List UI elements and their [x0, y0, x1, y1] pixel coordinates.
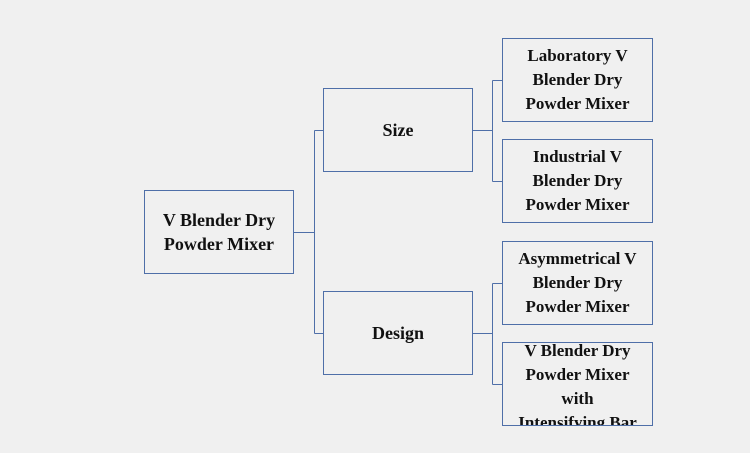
- node-label: Laboratory V Blender Dry Powder Mixer: [525, 46, 630, 113]
- node-label: Size: [382, 120, 414, 140]
- node-label: Design: [371, 323, 424, 343]
- node-asymmetrical-v-blender: Asymmetrical V Blender Dry Powder Mixer: [502, 241, 653, 325]
- node-laboratory-v-blender: Laboratory V Blender Dry Powder Mixer: [502, 38, 653, 122]
- node-v-blender-dry-powder-mixer: V Blender Dry Powder Mixer: [144, 190, 294, 274]
- node-industrial-v-blender: Industrial V Blender Dry Powder Mixer: [502, 139, 653, 223]
- node-size: Size: [323, 88, 473, 172]
- node-label: Asymmetrical V Blender Dry Powder Mixer: [518, 249, 637, 316]
- node-label: V Blender Dry Powder Mixer with Intensif…: [518, 342, 637, 426]
- node-v-blender-intensifying-bar: V Blender Dry Powder Mixer with Intensif…: [502, 342, 653, 426]
- node-design: Design: [323, 291, 473, 375]
- node-label: V Blender Dry Powder Mixer: [162, 210, 276, 254]
- node-label: Industrial V Blender Dry Powder Mixer: [525, 147, 630, 214]
